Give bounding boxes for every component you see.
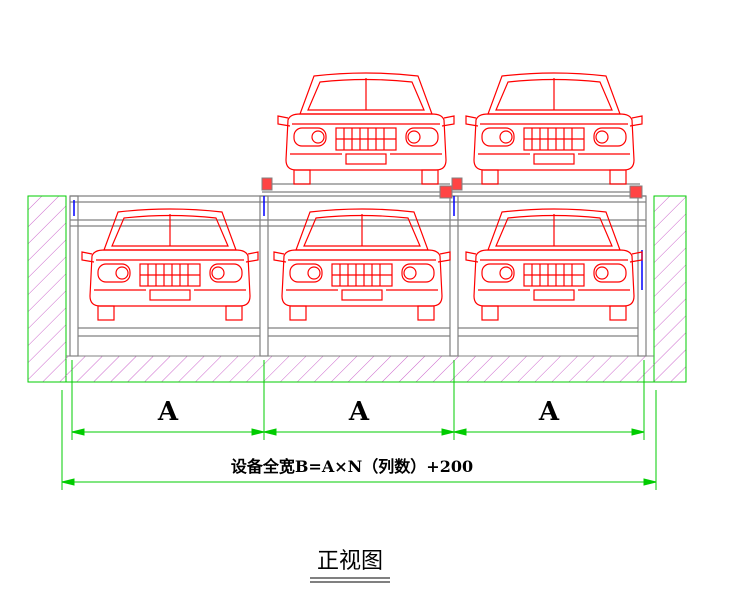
steel-frame — [69, 183, 647, 357]
dimension-lines — [61, 360, 657, 490]
floor-slab — [66, 356, 654, 382]
bay-label-2: A — [348, 397, 370, 427]
pallet-brackets — [261, 177, 643, 199]
total-width-label: 设备全宽B=A×N（列数）+200 — [231, 457, 473, 476]
left-wall — [27, 195, 67, 383]
right-wall — [653, 195, 687, 383]
car-upper-1 — [277, 72, 455, 185]
bay-label-3: A — [538, 397, 560, 427]
frame-accents — [73, 196, 643, 290]
bay-label-1: A — [157, 397, 179, 427]
view-caption: 正视图 — [317, 549, 383, 574]
pit-structure — [27, 195, 687, 383]
car-upper-2 — [465, 72, 643, 185]
